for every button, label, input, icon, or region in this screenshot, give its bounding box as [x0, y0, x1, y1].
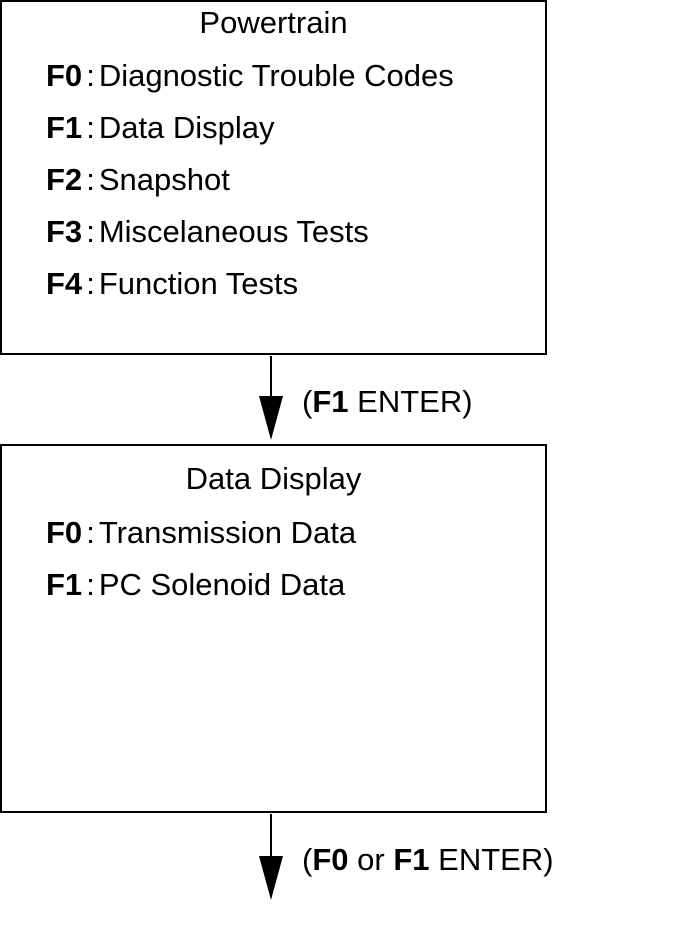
menu-label: Data Display: [98, 110, 275, 145]
menu-separator: :: [86, 214, 95, 249]
paren-open: (: [302, 384, 313, 419]
transition-label-f1-enter: (F1 ENTER): [302, 385, 473, 419]
data-display-title: Data Display: [185, 461, 362, 496]
menu-item-f1: F1:PC Solenoid Data: [46, 568, 356, 620]
transition-label-f0-or-f1-enter: (F0 or F1 ENTER): [302, 843, 554, 877]
menu-key: F1: [46, 567, 83, 602]
transition-key: F1: [312, 384, 349, 419]
menu-key: F2: [46, 162, 83, 197]
menu-item-f4: F4:Function Tests: [46, 267, 454, 319]
paren-close: ): [543, 842, 554, 877]
data-display-menu: F0:Transmission Data F1:PC Solenoid Data: [46, 516, 356, 620]
menu-key: F0: [46, 58, 83, 93]
menu-item-f3: F3:Miscelaneous Tests: [46, 215, 454, 267]
menu-item-f0: F0:Diagnostic Trouble Codes: [46, 59, 454, 111]
menu-separator: :: [86, 266, 95, 301]
transition-action: ENTER: [438, 842, 544, 877]
menu-separator: :: [86, 162, 95, 197]
menu-key: F4: [46, 266, 83, 301]
menu-item-f1: F1:Data Display: [46, 111, 454, 163]
menu-key: F0: [46, 515, 83, 550]
menu-separator: :: [86, 110, 95, 145]
menu-item-f2: F2:Snapshot: [46, 163, 454, 215]
transition-conjunction: or: [357, 842, 385, 877]
menu-label: Transmission Data: [98, 515, 357, 550]
down-arrow-icon: [259, 356, 283, 440]
powertrain-screen: Powertrain F0:Diagnostic Trouble Codes F…: [0, 0, 547, 355]
menu-separator: :: [86, 58, 95, 93]
menu-label: Miscelaneous Tests: [98, 214, 369, 249]
menu-label: Function Tests: [98, 266, 299, 301]
menu-separator: :: [86, 567, 95, 602]
transition-key-a: F0: [312, 842, 349, 877]
paren-open: (: [302, 842, 313, 877]
menu-label: Diagnostic Trouble Codes: [98, 58, 454, 93]
menu-label: Snapshot: [98, 162, 230, 197]
menu-separator: :: [86, 515, 95, 550]
powertrain-menu: F0:Diagnostic Trouble Codes F1:Data Disp…: [46, 59, 454, 319]
transition-action: ENTER: [357, 384, 463, 419]
menu-item-f0: F0:Transmission Data: [46, 516, 356, 568]
data-display-screen: Data Display F0:Transmission Data F1:PC …: [0, 444, 547, 813]
down-arrow-icon: [259, 814, 283, 900]
transition-key-b: F1: [393, 842, 430, 877]
paren-close: ): [462, 384, 473, 419]
menu-key: F1: [46, 110, 83, 145]
powertrain-title: Powertrain: [199, 5, 348, 40]
menu-key: F3: [46, 214, 83, 249]
menu-label: PC Solenoid Data: [98, 567, 346, 602]
